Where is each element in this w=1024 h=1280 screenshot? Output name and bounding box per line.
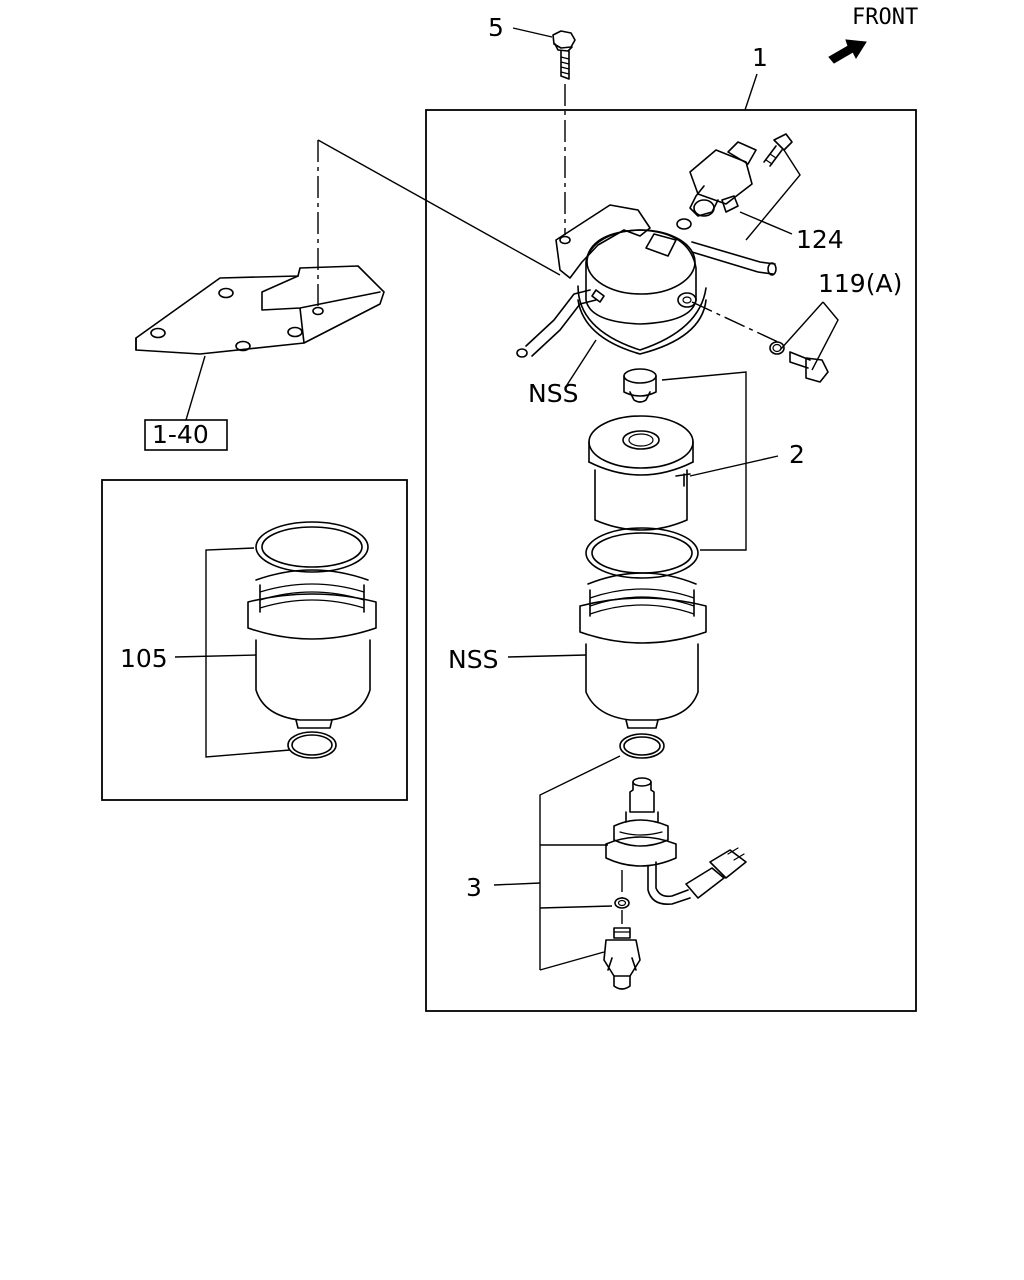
front-arrow-icon <box>828 39 867 64</box>
callout-3: 3 <box>466 873 482 902</box>
detail-box-105: 105 <box>101 479 408 801</box>
callout-124: 124 <box>796 225 844 254</box>
callout-1: 1 <box>752 43 768 72</box>
front-indicator: FRONT <box>828 5 918 64</box>
bolt-5: 5 <box>488 13 576 235</box>
bracket-plate: 1-40 <box>135 139 561 451</box>
callout-105: 105 <box>120 644 168 673</box>
switch-124: 124 <box>676 133 844 254</box>
front-label: FRONT <box>852 5 918 30</box>
callout-nss-upper: NSS <box>528 379 578 408</box>
callout-nss-lower: NSS <box>448 645 498 674</box>
callout-119a: 119(A) <box>818 269 902 298</box>
assembly-box <box>425 109 917 1012</box>
bracket-ref-box <box>144 419 228 451</box>
bolt-119a: 119(A) <box>769 269 902 383</box>
filter-element-2: 2 <box>585 368 805 579</box>
filter-head: NSS <box>516 204 779 408</box>
filter-bowl: NSS <box>448 572 707 729</box>
callout-5: 5 <box>488 13 504 42</box>
callout-1-40: 1-40 <box>152 420 209 449</box>
callout-2: 2 <box>789 440 805 469</box>
water-sensor-3: 3 <box>466 733 747 990</box>
